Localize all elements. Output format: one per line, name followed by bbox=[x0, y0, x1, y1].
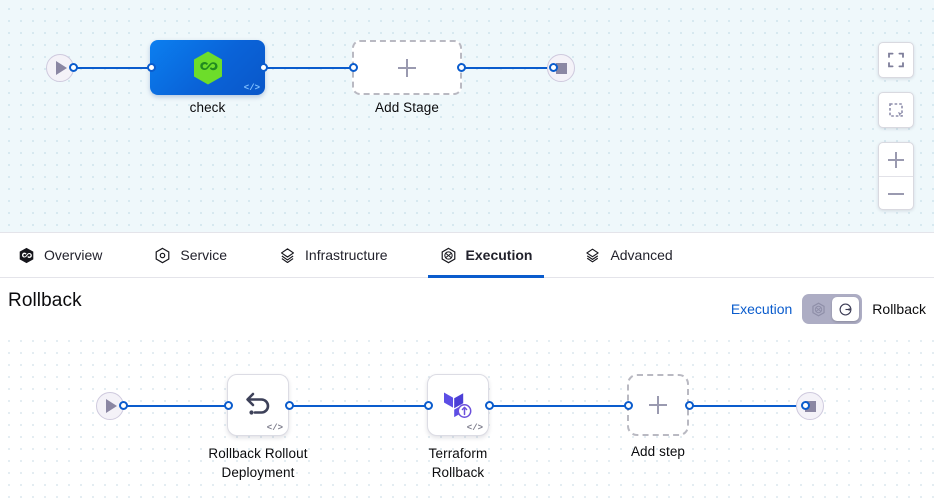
port-check-in[interactable] bbox=[147, 63, 156, 72]
add-step-label[interactable]: Add step bbox=[630, 444, 686, 459]
tab-overview[interactable]: Overview bbox=[18, 232, 102, 278]
add-step-node[interactable] bbox=[627, 374, 689, 436]
port-rb-end-in[interactable] bbox=[801, 401, 810, 410]
fit-screen-button[interactable] bbox=[878, 42, 914, 78]
stage-tabs[interactable]: Overview Service Infrastructure bbox=[0, 232, 934, 278]
port-addstage-in[interactable] bbox=[349, 63, 358, 72]
rollback-end-node[interactable] bbox=[796, 392, 824, 420]
label-line-1: Terraform bbox=[428, 446, 488, 461]
port-end-in[interactable] bbox=[549, 63, 558, 72]
yaml-code-badge[interactable]: </> bbox=[466, 423, 483, 433]
edge-check-to-addstage bbox=[262, 67, 354, 69]
edge-rb-step1-to-step2 bbox=[288, 405, 430, 407]
port-addstage-out[interactable] bbox=[457, 63, 466, 72]
tab-infrastructure-label: Infrastructure bbox=[305, 247, 388, 263]
play-icon bbox=[106, 399, 117, 413]
harness-overview-icon bbox=[19, 247, 34, 263]
step-terraform-rollback-label: Terraform Rollback bbox=[378, 444, 538, 482]
zoom-controls[interactable] bbox=[878, 142, 914, 210]
service-hexagon-icon bbox=[155, 247, 170, 263]
port-rb-step2-out[interactable] bbox=[485, 401, 494, 410]
plus-icon bbox=[649, 396, 667, 414]
zoom-out-icon bbox=[888, 186, 904, 202]
plus-icon bbox=[398, 58, 416, 77]
fit-screen-icon bbox=[888, 52, 904, 68]
step-terraform-rollback[interactable]: </> bbox=[427, 374, 489, 436]
undo-arrow-icon bbox=[246, 392, 270, 415]
infrastructure-layers-icon bbox=[281, 247, 295, 263]
tab-execution-label: Execution bbox=[465, 247, 533, 263]
step-rollback-rollout-deployment[interactable]: </> bbox=[227, 374, 289, 436]
yaml-code-badge[interactable]: </> bbox=[243, 83, 260, 93]
harness-hexagon-icon bbox=[193, 51, 222, 84]
port-rb-addstep-in[interactable] bbox=[624, 401, 633, 410]
play-icon bbox=[56, 61, 67, 75]
execution-rollback-toggle-group[interactable]: Execution Rollback bbox=[731, 294, 934, 324]
port-rb-step1-in[interactable] bbox=[224, 401, 233, 410]
tab-overview-label: Overview bbox=[44, 247, 103, 263]
tab-service[interactable]: Service bbox=[154, 232, 227, 278]
step-rollback-rollout-deployment-label: Rollback Rollout Deployment bbox=[178, 444, 338, 482]
port-rb-step1-out[interactable] bbox=[285, 401, 294, 410]
terraform-rollback-icon bbox=[444, 392, 472, 418]
port-rb-step2-in[interactable] bbox=[424, 401, 433, 410]
zoom-out-button[interactable] bbox=[879, 177, 913, 209]
tab-execution[interactable]: Execution bbox=[427, 232, 545, 278]
tab-infrastructure[interactable]: Infrastructure bbox=[279, 232, 388, 278]
edge-rb-addstep-to-end bbox=[686, 405, 804, 407]
switch-option-rollback[interactable] bbox=[832, 297, 860, 321]
stop-square-icon bbox=[555, 62, 567, 74]
stage-check[interactable]: </> bbox=[150, 40, 265, 95]
selection-box-icon bbox=[889, 103, 903, 117]
stages-canvas[interactable]: </> check Add Stage bbox=[0, 0, 934, 232]
edge-rb-start-to-step1 bbox=[122, 405, 230, 407]
label-line-2: Rollback bbox=[431, 465, 485, 480]
port-rb-start-out[interactable] bbox=[119, 401, 128, 410]
stop-square-icon bbox=[804, 400, 816, 412]
label-line-2: Deployment bbox=[221, 465, 295, 480]
toggle-label-rollback[interactable]: Rollback bbox=[872, 301, 926, 317]
page-title: Rollback bbox=[8, 290, 82, 311]
advanced-layers-icon bbox=[586, 248, 600, 262]
zoom-in-button[interactable] bbox=[879, 143, 913, 177]
rollback-section-header: Rollback Execution bbox=[0, 278, 934, 332]
port-start-out[interactable] bbox=[69, 63, 78, 72]
add-stage-label[interactable]: Add Stage bbox=[375, 100, 439, 115]
tab-advanced[interactable]: Advanced bbox=[584, 232, 673, 278]
tab-service-label: Service bbox=[180, 247, 228, 263]
selection-box-button[interactable] bbox=[878, 92, 914, 128]
add-stage-node[interactable] bbox=[352, 40, 462, 95]
execution-icon bbox=[812, 302, 825, 316]
port-check-out[interactable] bbox=[259, 63, 268, 72]
tab-advanced-label: Advanced bbox=[610, 247, 673, 263]
rollback-circle-arrow-icon bbox=[839, 303, 852, 315]
edge-addstage-to-end bbox=[460, 67, 552, 69]
toggle-label-execution[interactable]: Execution bbox=[730, 301, 793, 317]
stage-check-label: check bbox=[189, 100, 226, 115]
execution-icon bbox=[441, 247, 455, 263]
port-rb-addstep-out[interactable] bbox=[685, 401, 694, 410]
edge-start-to-check bbox=[73, 67, 155, 69]
label-line-1: Rollback Rollout bbox=[208, 446, 308, 461]
edge-rb-step2-to-addstep bbox=[488, 405, 630, 407]
execution-rollback-switch[interactable] bbox=[802, 294, 863, 324]
yaml-code-badge[interactable]: </> bbox=[266, 423, 283, 433]
zoom-in-icon bbox=[888, 151, 904, 168]
switch-option-execution[interactable] bbox=[805, 297, 832, 321]
rollback-canvas[interactable]: </> Rollback Rollout Deployment </> Terr… bbox=[0, 332, 934, 500]
